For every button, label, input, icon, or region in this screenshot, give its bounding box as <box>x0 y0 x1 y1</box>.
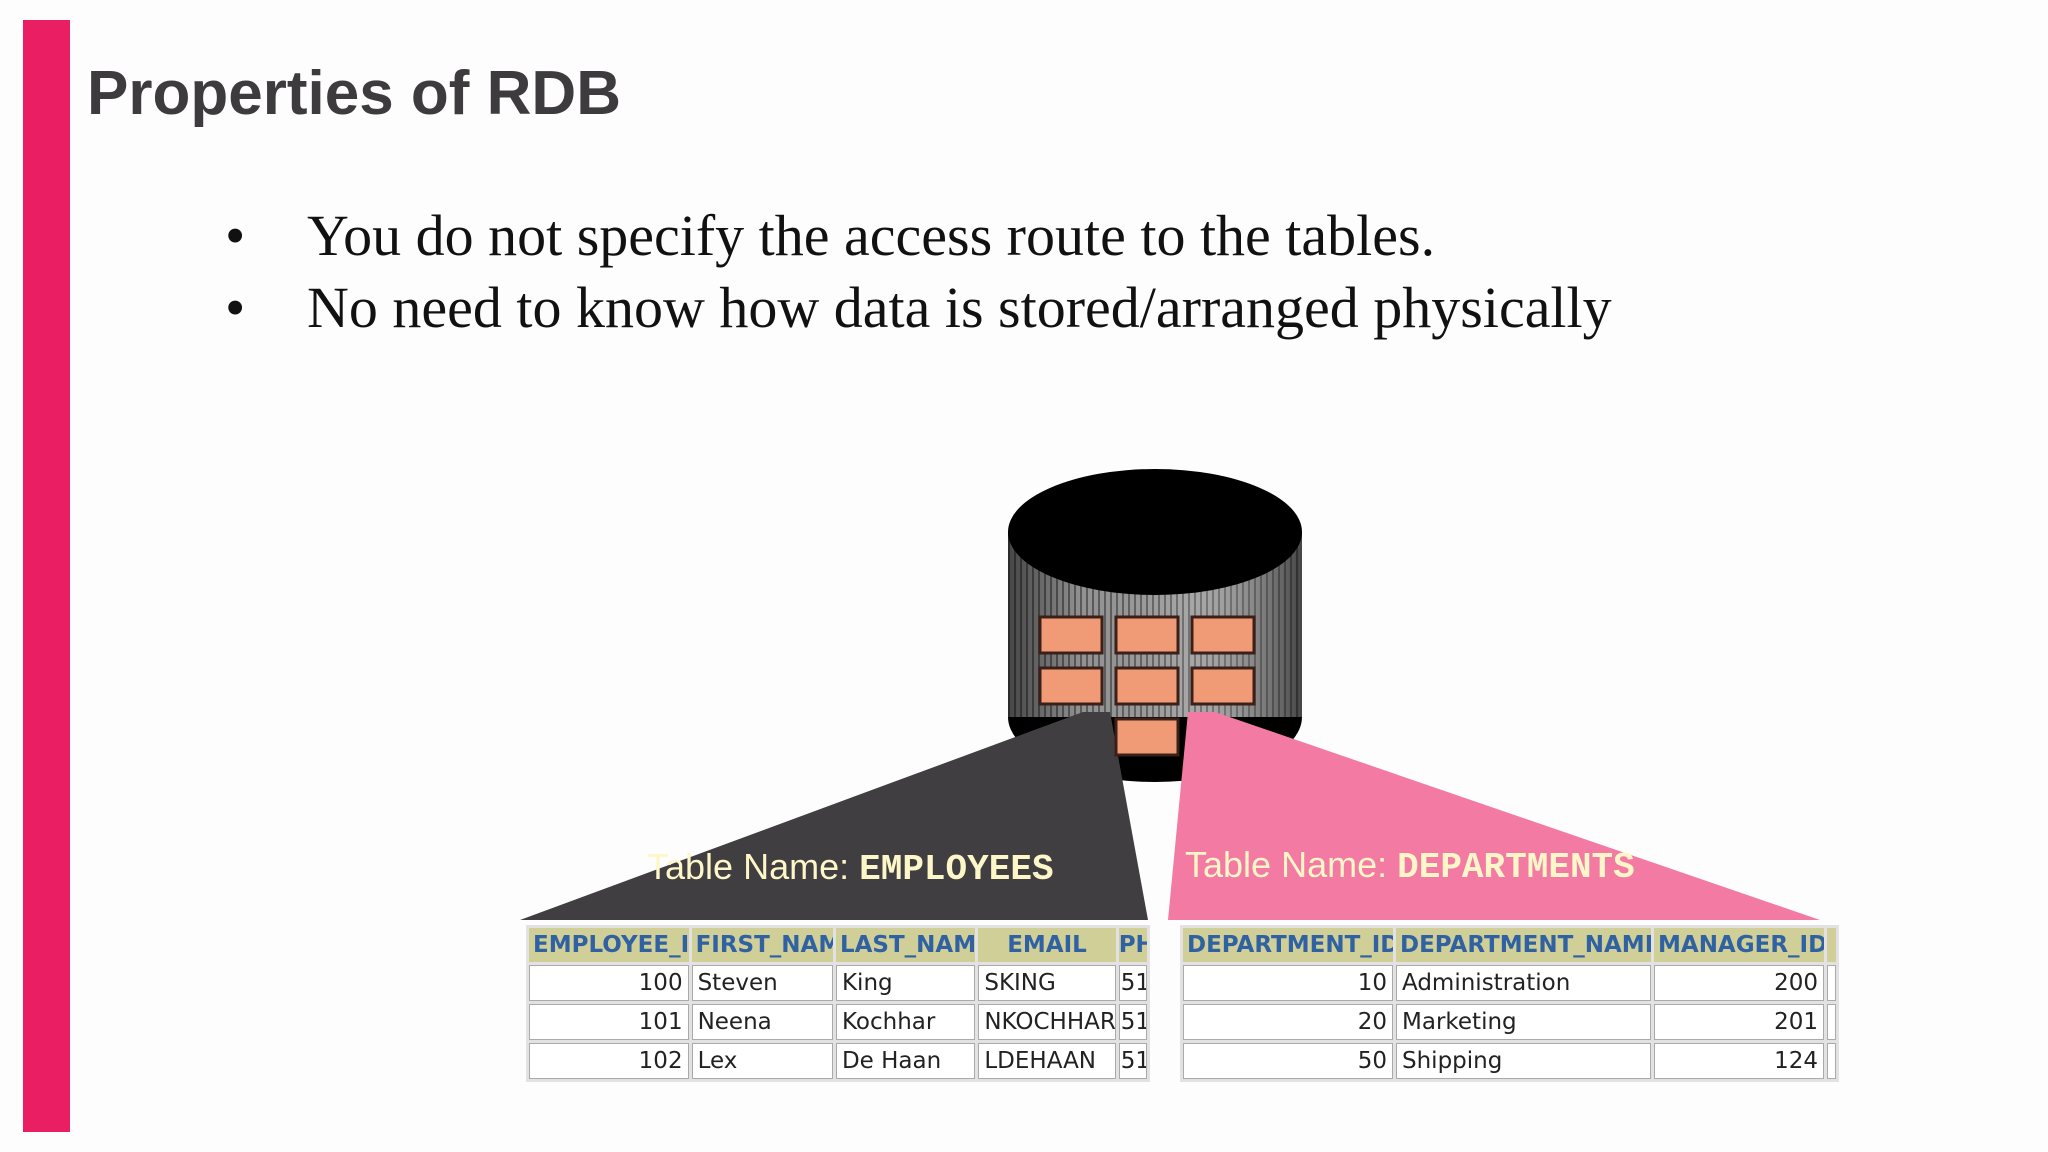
table-row: 100 Steven King SKING 51 <box>529 965 1147 1001</box>
column-header: PH <box>1119 928 1147 962</box>
table-cell: Lex <box>692 1043 833 1079</box>
departments-table: DEPARTMENT_ID DEPARTMENT_NAME MANAGER_ID… <box>1180 925 1839 1082</box>
table-cell: King <box>836 965 975 1001</box>
record-block <box>1116 617 1178 653</box>
table-header-row: DEPARTMENT_ID DEPARTMENT_NAME MANAGER_ID <box>1183 928 1836 962</box>
departments-table-name: Table Name: DEPARTMENTS <box>1185 844 1635 888</box>
table-name-prefix: Table Name: <box>1185 844 1397 885</box>
table-name-prefix: Table Name: <box>647 846 859 887</box>
column-header: DEPARTMENT_ID <box>1183 928 1393 962</box>
table-cell: De Haan <box>836 1043 975 1079</box>
table-cell: SKING <box>978 965 1115 1001</box>
table-cell: 51 <box>1119 1004 1147 1040</box>
table-cell: NKOCHHAR <box>978 1004 1115 1040</box>
column-header: LAST_NAME <box>836 928 975 962</box>
table-row: 50 Shipping 124 <box>1183 1043 1836 1079</box>
table-cell: Marketing <box>1396 1004 1651 1040</box>
table-cell: 51 <box>1119 965 1147 1001</box>
table-cell: 51 <box>1119 1043 1147 1079</box>
table-row: 10 Administration 200 <box>1183 965 1836 1001</box>
table-row: 102 Lex De Haan LDEHAAN 51 <box>529 1043 1147 1079</box>
table-cell: 10 <box>1183 965 1393 1001</box>
table-cell: 124 <box>1654 1043 1824 1079</box>
column-header: EMPLOYEE_ID <box>529 928 689 962</box>
record-block <box>1192 668 1254 704</box>
record-block <box>1116 668 1178 704</box>
table-cell: Administration <box>1396 965 1651 1001</box>
table-cell: 101 <box>529 1004 689 1040</box>
table-cell: LDEHAAN <box>978 1043 1115 1079</box>
employees-table: EMPLOYEE_ID FIRST_NAME LAST_NAME EMAIL P… <box>526 925 1150 1082</box>
table-cell: 102 <box>529 1043 689 1079</box>
column-header: EMAIL <box>978 928 1115 962</box>
table-cell: 50 <box>1183 1043 1393 1079</box>
table-cell <box>1827 965 1836 1001</box>
record-block <box>1040 668 1102 704</box>
table-cell: Kochhar <box>836 1004 975 1040</box>
table-cell: Shipping <box>1396 1043 1651 1079</box>
table-cell: 20 <box>1183 1004 1393 1040</box>
record-block <box>1192 617 1254 653</box>
table-cell <box>1827 1004 1836 1040</box>
table-cell: 100 <box>529 965 689 1001</box>
table-name-value: EMPLOYEES <box>859 849 1053 890</box>
table-cell: 200 <box>1654 965 1824 1001</box>
column-header <box>1827 928 1836 962</box>
column-header: MANAGER_ID <box>1654 928 1824 962</box>
record-block <box>1116 719 1178 755</box>
table-name-value: DEPARTMENTS <box>1397 847 1635 888</box>
table-header-row: EMPLOYEE_ID FIRST_NAME LAST_NAME EMAIL P… <box>529 928 1147 962</box>
departments-pointer-wedge <box>1168 712 1820 920</box>
table-cell: Neena <box>692 1004 833 1040</box>
column-header: DEPARTMENT_NAME <box>1396 928 1651 962</box>
table-cell: Steven <box>692 965 833 1001</box>
table-cell: 201 <box>1654 1004 1824 1040</box>
column-header: FIRST_NAME <box>692 928 833 962</box>
table-cell <box>1827 1043 1836 1079</box>
table-row: 101 Neena Kochhar NKOCHHAR 51 <box>529 1004 1147 1040</box>
employees-table-name: Table Name: EMPLOYEES <box>647 846 1054 890</box>
table-row: 20 Marketing 201 <box>1183 1004 1836 1040</box>
record-block <box>1040 617 1102 653</box>
